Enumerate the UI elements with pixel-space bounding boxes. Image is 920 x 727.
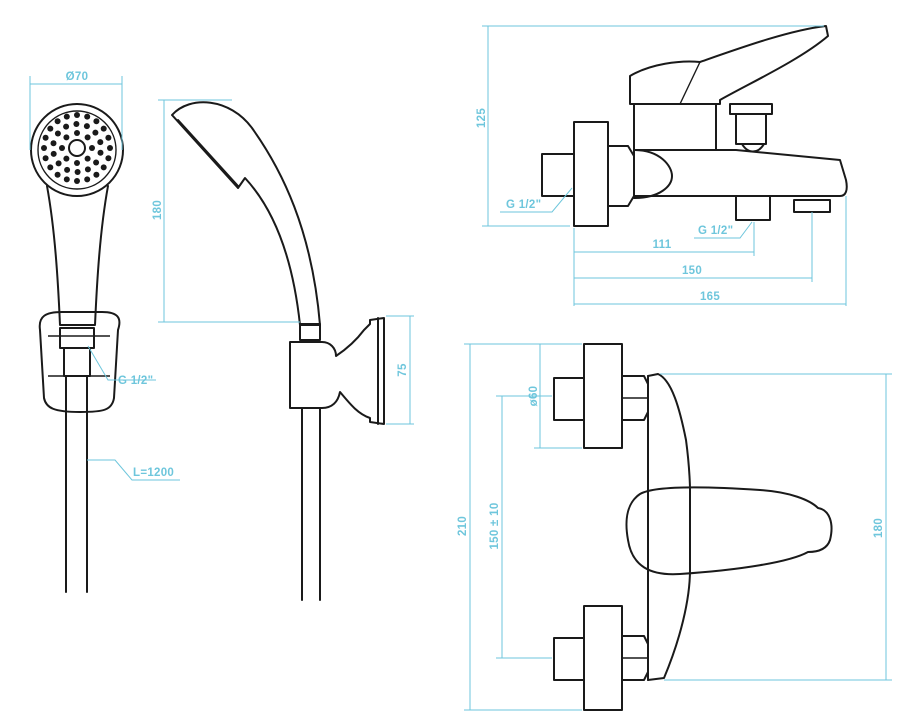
nozzle-hole <box>73 121 80 127</box>
nozzle-hole <box>50 140 57 147</box>
dim-holder-height: 75 <box>397 363 409 377</box>
nozzle-hole <box>47 125 54 132</box>
nozzle-hole <box>93 171 100 178</box>
nozzle-hole <box>74 112 80 118</box>
mixer-body-spout <box>633 149 848 197</box>
shower-outlet <box>735 195 771 221</box>
handle <box>46 185 109 326</box>
lever <box>629 25 829 105</box>
nozzle-hole <box>84 134 91 141</box>
dim-centre-distance: 150 ± 10 <box>489 502 501 549</box>
nozzle-hole <box>93 118 100 125</box>
dim-total-height: 210 <box>457 516 469 536</box>
nozzle-hole <box>54 171 61 178</box>
side-wall-holder <box>289 317 385 425</box>
dim-mixer-height: 125 <box>476 108 488 128</box>
nozzle-hole <box>105 155 112 162</box>
side-head-handle <box>171 101 321 326</box>
rosette <box>573 121 609 227</box>
dim-150: 150 <box>682 265 702 277</box>
nozzle-hole <box>74 169 81 175</box>
spout-aerator <box>793 199 831 213</box>
mixer-front-view: 125 G 1/2" G 1/2" 111 150 165 <box>476 25 848 306</box>
nozzle-hole <box>84 113 91 120</box>
mixer-body-upper <box>633 103 717 151</box>
nozzle-hole <box>84 166 91 173</box>
nozzle-hole <box>84 155 91 162</box>
dim-holder-thread: G 1/2" <box>118 375 153 387</box>
shower-head-center <box>68 139 86 157</box>
inlet-stub <box>541 153 575 197</box>
nozzle-hole <box>64 166 71 173</box>
nozzle-hole <box>89 145 95 151</box>
handshower-side-view: 180 75 <box>152 99 414 601</box>
dim-body-height: 180 <box>873 518 885 538</box>
top-lever <box>625 486 833 576</box>
nozzle-hole <box>59 145 65 151</box>
nozzle-hole <box>74 160 80 166</box>
nozzle-hole <box>50 150 57 157</box>
nozzle-hole <box>63 123 70 130</box>
top-rosette-upper <box>583 343 623 449</box>
top-rosette-lower <box>583 605 623 711</box>
holder-connector <box>59 327 95 349</box>
nozzle-hole <box>54 130 61 137</box>
dim-165: 165 <box>700 291 720 303</box>
handshower-front-view: Ø70 G 1/2" L=1200 <box>29 71 180 593</box>
nozzle-hole <box>74 178 80 184</box>
nozzle-hole <box>97 139 104 146</box>
nozzle-hole <box>63 176 70 183</box>
shower-head-face <box>30 103 124 197</box>
nozzle-hole <box>107 145 113 151</box>
nozzle-hole <box>100 164 107 171</box>
nozzle-hole <box>63 113 70 120</box>
mixer-top-view: 210 ø60 150 ± 10 180 <box>457 343 892 711</box>
dim-111: 111 <box>653 239 672 251</box>
nozzle-hole <box>42 134 49 141</box>
nozzle-hole <box>54 118 61 125</box>
top-inlet-lower <box>553 637 585 681</box>
nozzle-hole <box>84 176 91 183</box>
dim-inlet-thread: G 1/2" <box>506 199 541 211</box>
nozzle-hole <box>47 164 54 171</box>
dim-handshower-height: 180 <box>152 200 164 220</box>
shower-nozzles <box>41 112 113 184</box>
nozzle-hole <box>41 145 47 151</box>
dim-hose-length: L=1200 <box>133 467 174 479</box>
diverter-cap <box>729 103 773 115</box>
nozzle-hole <box>105 134 112 141</box>
nozzle-hole <box>63 155 70 162</box>
nozzle-hole <box>92 129 99 136</box>
nozzle-hole <box>74 130 80 136</box>
nozzle-hole <box>83 123 90 130</box>
nozzle-hole <box>63 134 70 141</box>
dim-spout-thread: G 1/2" <box>698 225 733 237</box>
top-inlet-upper <box>553 377 585 421</box>
inlet-nut <box>607 145 635 207</box>
nozzle-hole <box>100 125 107 132</box>
nozzle-hole <box>42 155 49 162</box>
wall-holder <box>38 311 121 413</box>
top-body <box>647 373 691 681</box>
dim-head-diameter: Ø70 <box>66 71 89 83</box>
nozzle-hole <box>97 149 104 156</box>
nozzle-hole <box>93 159 100 166</box>
nozzle-hole <box>55 160 62 167</box>
